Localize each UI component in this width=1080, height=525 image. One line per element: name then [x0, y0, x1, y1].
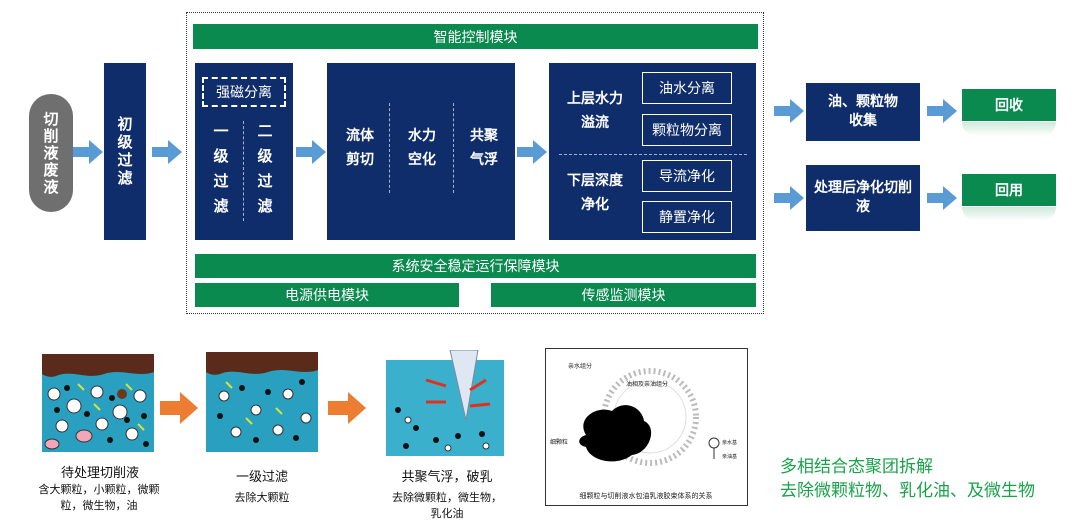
separation-block: 上层水力溢流 油水分离 颗粒物分离 下层深度净化 导流净化 静置净化: [549, 63, 756, 240]
fluid-item-c-wrap: 共聚气浮: [459, 118, 509, 178]
fluid-item-b-wrap: 水力空化: [397, 118, 447, 178]
layer-divider: [559, 154, 747, 155]
flotation-illustration: [386, 350, 504, 456]
stage2-title: 一级过滤: [235, 470, 288, 485]
reuse-label: 回用: [995, 183, 1023, 199]
flow-arrow: [517, 140, 547, 164]
oil-water-label: 油水分离: [659, 81, 715, 97]
particle-box: 颗粒物分离: [642, 114, 732, 146]
summary-line1: 多相结合态聚团拆解: [780, 457, 933, 477]
flow-arrow: [774, 186, 804, 210]
prefilter-box: 初级过滤: [104, 63, 146, 240]
orange-arrow: [328, 392, 366, 424]
magnetic-block: 强磁分离 一级过滤 二级过滤: [195, 63, 293, 240]
magnetic-divider: [243, 121, 244, 221]
micelle-caption: 细颗粒与切削液水包油乳液胶束体系的关系: [579, 492, 713, 500]
flow-arrow: [927, 99, 957, 123]
inlet-label: 切削液废液: [41, 110, 60, 196]
legend-hydrophilic: 亲水基: [722, 440, 738, 446]
oil-collect-box: 油、颗粒物收集: [806, 83, 920, 141]
flow-arrow: [296, 140, 326, 164]
micelle-label-particle: 细颗粒: [550, 439, 569, 446]
fluid-shear-label: 流体剪切: [346, 128, 374, 168]
sensor-module-bar: 传感监测模块: [491, 283, 756, 307]
flow-arrow: [73, 140, 103, 164]
sensor-module-label: 传感监测模块: [581, 288, 666, 304]
system-boundary: [186, 12, 764, 314]
oil-water-box: 油水分离: [642, 72, 732, 104]
upper-label-wrap: 上层水力溢流: [555, 85, 635, 137]
clean-fluid-label: 处理后净化切削液: [814, 180, 912, 215]
flow-arrow: [152, 140, 182, 164]
summary-line2: 去除微颗粒物、乳化油、及微生物: [780, 481, 1035, 501]
oil-collect-label: 油、颗粒物收集: [828, 94, 898, 129]
fluid-item-a-wrap: 流体剪切: [335, 118, 385, 178]
particle-label: 颗粒物分离: [652, 123, 722, 139]
reuse-box: 回用: [962, 174, 1056, 206]
stage3-title: 共聚气浮，破乳: [401, 470, 493, 485]
control-module-bar: 智能控制模块: [193, 24, 758, 49]
fluid-divider: [389, 103, 390, 193]
guide-flow-label: 导流净化: [659, 169, 715, 185]
control-module-label: 智能控制模块: [433, 29, 518, 46]
inlet-oval: 切削液废液: [29, 94, 73, 212]
flow-arrow: [927, 186, 957, 210]
static-label: 静置净化: [659, 210, 715, 226]
micelle-diagram: 亲水组分 油相及亲油组分 细颗粒 亲水基 亲油基 细颗粒与切削液水包油乳液胶束体…: [545, 348, 748, 506]
recycle-label: 回收: [995, 98, 1023, 114]
reuse-reflection: [962, 207, 1056, 221]
fluid-block: 流体剪切 水力空化 共聚气浮: [327, 63, 515, 240]
upper-layer-label: 上层水力溢流: [567, 91, 623, 131]
stage1-text-wrap: 一级过滤: [207, 121, 235, 225]
clean-fluid-box: 处理后净化切削液: [806, 165, 920, 231]
prefilter-label: 初级过滤: [115, 115, 134, 188]
power-module-bar: 电源供电模块: [195, 283, 459, 307]
first-filter-illustration: [206, 352, 318, 452]
micelle-label-water: 亲水组分: [568, 363, 593, 370]
stage3-desc: 去除微颗粒，微生物，乳化油: [392, 491, 502, 520]
magnetic-title-box: 强磁分离: [202, 77, 286, 107]
stage1-desc: 含大颗粒，小颗粒，微颗粒，微生物，油: [38, 483, 160, 512]
lower-label-wrap: 下层深度净化: [555, 167, 635, 219]
fluid-divider: [453, 103, 454, 193]
recycle-reflection: [962, 122, 1056, 136]
fluid-flotation-label: 共聚气浮: [470, 128, 498, 168]
raw-fluid-illustration: [42, 354, 154, 452]
filter-stage2: 二级过滤: [255, 123, 274, 223]
stage2-text-wrap: 二级过滤: [251, 121, 279, 225]
lower-layer-label: 下层深度净化: [567, 173, 623, 213]
recycle-box: 回收: [962, 89, 1056, 121]
guide-flow-box: 导流净化: [642, 160, 732, 192]
magnetic-title: 强磁分离: [216, 85, 272, 101]
static-box: 静置净化: [642, 201, 732, 233]
safety-module-label: 系统安全稳定运行保障模块: [391, 259, 560, 275]
flow-arrow: [774, 99, 804, 123]
filter-stage1: 一级过滤: [211, 123, 230, 223]
power-module-label: 电源供电模块: [285, 288, 369, 304]
stage1-title: 待处理切削液: [60, 466, 139, 481]
fluid-cavitation-label: 水力空化: [408, 128, 436, 168]
micelle-drawing: [579, 368, 720, 466]
safety-module-bar: 系统安全稳定运行保障模块: [195, 254, 756, 278]
orange-arrow: [160, 392, 198, 424]
stage2-desc: 去除大颗粒: [234, 491, 290, 504]
legend-lipophilic: 亲油基: [722, 454, 738, 460]
micelle-label-oil-core: 油相及亲油组分: [626, 381, 669, 388]
